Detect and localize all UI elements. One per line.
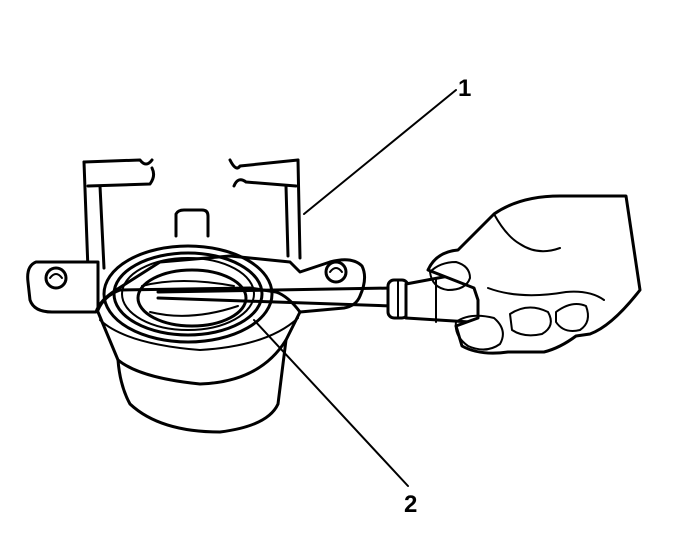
technician-hand — [426, 194, 642, 355]
callout-1-label: 1 — [458, 75, 471, 102]
callout-1: 1 — [303, 75, 471, 215]
callout-2: 2 — [253, 319, 417, 518]
callout-1-leader-line — [303, 89, 457, 215]
caliper-housing — [26, 158, 367, 434]
seal-removal-tool — [156, 270, 490, 324]
callout-2-label: 2 — [404, 491, 417, 518]
piston-seal — [102, 244, 274, 344]
callout-2-leader-line — [253, 319, 409, 487]
